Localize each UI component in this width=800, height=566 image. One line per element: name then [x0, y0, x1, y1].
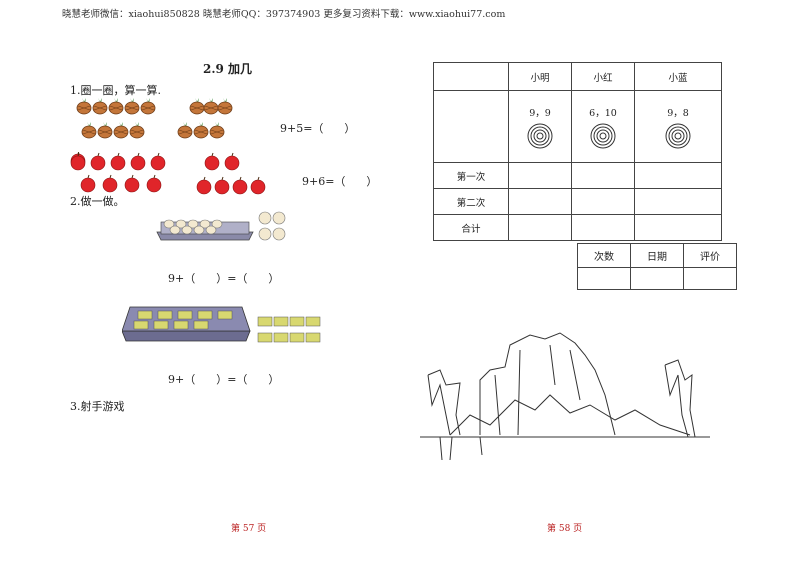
target-icon	[590, 123, 616, 148]
target-cell-xiaolan: 9，8	[634, 90, 722, 163]
target-icon	[527, 123, 553, 148]
eval-cell[interactable]	[630, 267, 684, 290]
target-icon	[665, 123, 691, 148]
pineapple-group-2a	[81, 121, 145, 139]
answer-cell[interactable]	[634, 188, 722, 215]
box-tray-image	[122, 306, 321, 343]
equation-9-plus-5: 9+5=（ ）	[280, 122, 356, 135]
pineapple-group-1b	[189, 97, 233, 115]
row-label-second: 第二次	[433, 188, 509, 215]
pineapple-group-2b	[177, 121, 225, 139]
apple-group-b	[196, 152, 266, 195]
apple-group-a	[70, 152, 166, 193]
question-2-label: 2.做一做。	[70, 195, 125, 208]
landscape-illustration	[420, 332, 710, 461]
answer-cell[interactable]	[508, 188, 572, 215]
pineapple-group-1a	[76, 97, 156, 115]
answer-cell[interactable]	[571, 188, 635, 215]
eval-cell[interactable]	[577, 267, 631, 290]
page-number-left: 第 57 页	[231, 524, 267, 534]
question-1-label: 1.圈一圈，算一算.	[70, 84, 161, 97]
equation-q2-second: 9+（ ）=（ ）	[168, 373, 280, 386]
score-xiaohong: 6，10	[589, 107, 617, 119]
answer-cell[interactable]	[571, 214, 635, 241]
answer-cell[interactable]	[634, 214, 722, 241]
answer-cell[interactable]	[634, 162, 722, 189]
page-header: 晓慧老师微信：xiaohui850828 晓慧老师QQ：397374903 更多…	[62, 9, 506, 20]
score-header-empty	[433, 62, 509, 91]
answer-cell[interactable]	[571, 162, 635, 189]
page-number-right: 第 58 页	[547, 524, 583, 534]
question-3-label: 3.射手游戏	[70, 400, 125, 413]
score-xiaoming: 9，9	[529, 107, 551, 119]
row-label-first: 第一次	[433, 162, 509, 189]
target-cell-xiaohong: 6，10	[571, 90, 635, 163]
target-row-label	[433, 90, 509, 163]
equation-9-plus-6: 9+6=（ ）	[302, 175, 378, 188]
target-cell-xiaoming: 9，9	[508, 90, 572, 163]
score-header-xiaoming: 小明	[508, 62, 572, 91]
score-xiaolan: 9，8	[667, 107, 689, 119]
egg-tray-image	[156, 211, 286, 241]
evaluation-table: 次数 日期 评价	[577, 243, 737, 290]
eval-header-date: 日期	[630, 243, 684, 268]
row-label-total: 合计	[433, 214, 509, 241]
answer-cell[interactable]	[508, 214, 572, 241]
score-header-xiaolan: 小蓝	[634, 62, 722, 91]
eval-cell[interactable]	[683, 267, 737, 290]
score-table: 小明 小红 小蓝 9，9 6，10 9，8 第一次 第二次 合计	[433, 62, 722, 241]
equation-q2-first: 9+（ ）=（ ）	[168, 272, 280, 285]
score-header-xiaohong: 小红	[571, 62, 635, 91]
answer-cell[interactable]	[508, 162, 572, 189]
eval-header-rating: 评价	[683, 243, 737, 268]
lesson-title: 2.9 加几	[203, 62, 253, 76]
eval-header-count: 次数	[577, 243, 631, 268]
